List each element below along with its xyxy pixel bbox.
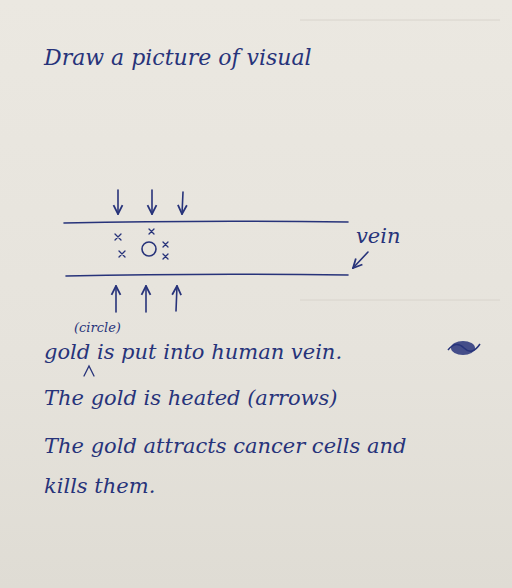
paper-rules — [300, 20, 500, 300]
faint-rule — [300, 300, 500, 301]
text-slot: gold is put into human vein. — [44, 332, 444, 372]
text-slot: Draw a picture of visual — [44, 38, 484, 78]
vein-label: vein — [356, 216, 496, 256]
cell-mark — [163, 254, 168, 259]
heat-arrow — [117, 190, 119, 214]
cell-mark — [119, 251, 125, 257]
insert-caret — [84, 366, 94, 376]
leader-arrow — [353, 252, 368, 268]
cancer-cell-marks — [115, 229, 168, 259]
text-slot: The gold is heated (arrows) — [44, 378, 484, 418]
cell-mark — [149, 229, 154, 234]
text-slot: The gold attracts cancer cells and kills… — [44, 426, 436, 506]
note-line: The gold is heated (arrows) — [44, 378, 484, 418]
heat-arrow — [145, 286, 147, 312]
heat-arrow — [151, 190, 153, 214]
faint-rule — [300, 20, 500, 21]
note-line: The gold attracts cancer cells and kills… — [44, 426, 436, 506]
cell-mark — [115, 234, 121, 240]
scribble-line — [448, 344, 480, 351]
heat-arrow — [176, 286, 177, 311]
heat-arrow — [182, 192, 183, 214]
text-slot: (circle) — [74, 320, 194, 336]
heat-arrow — [115, 286, 117, 312]
vein-wall — [64, 221, 348, 223]
insert-note: (circle) — [74, 320, 194, 336]
note-heading: Draw a picture of visual — [44, 38, 484, 78]
gold-circle — [142, 242, 156, 256]
scribble — [448, 341, 480, 355]
note-line: gold is put into human vein. — [44, 332, 444, 372]
vein-wall — [66, 274, 348, 276]
text-slot: vein — [356, 216, 496, 256]
cell-mark — [163, 242, 168, 247]
